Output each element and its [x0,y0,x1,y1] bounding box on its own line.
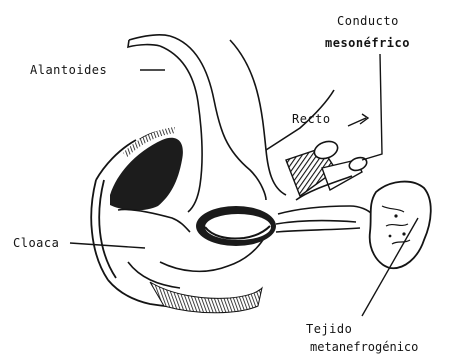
label-tejido-line2: metanefrogénico [310,340,418,354]
label-conducto-line1: Conducto [337,14,399,28]
conducto-leader [362,54,382,160]
dorsal-shading [110,130,183,210]
label-cloaca: Cloaca [13,236,59,250]
label-alantoides: Alantoides [30,63,107,77]
label-conducto-line2: mesonéfrico [325,36,410,50]
rectum-tubes [286,138,369,200]
recto-leader [348,114,368,126]
urorectal-loop [196,206,276,246]
metanephrogenic-tissue [370,182,431,269]
base-shading [150,282,262,313]
label-tejido-line1: Tejido [306,322,352,336]
label-recto: Recto [292,112,331,126]
mesonephric-duct [276,206,372,232]
cloaca-leader [70,243,145,248]
